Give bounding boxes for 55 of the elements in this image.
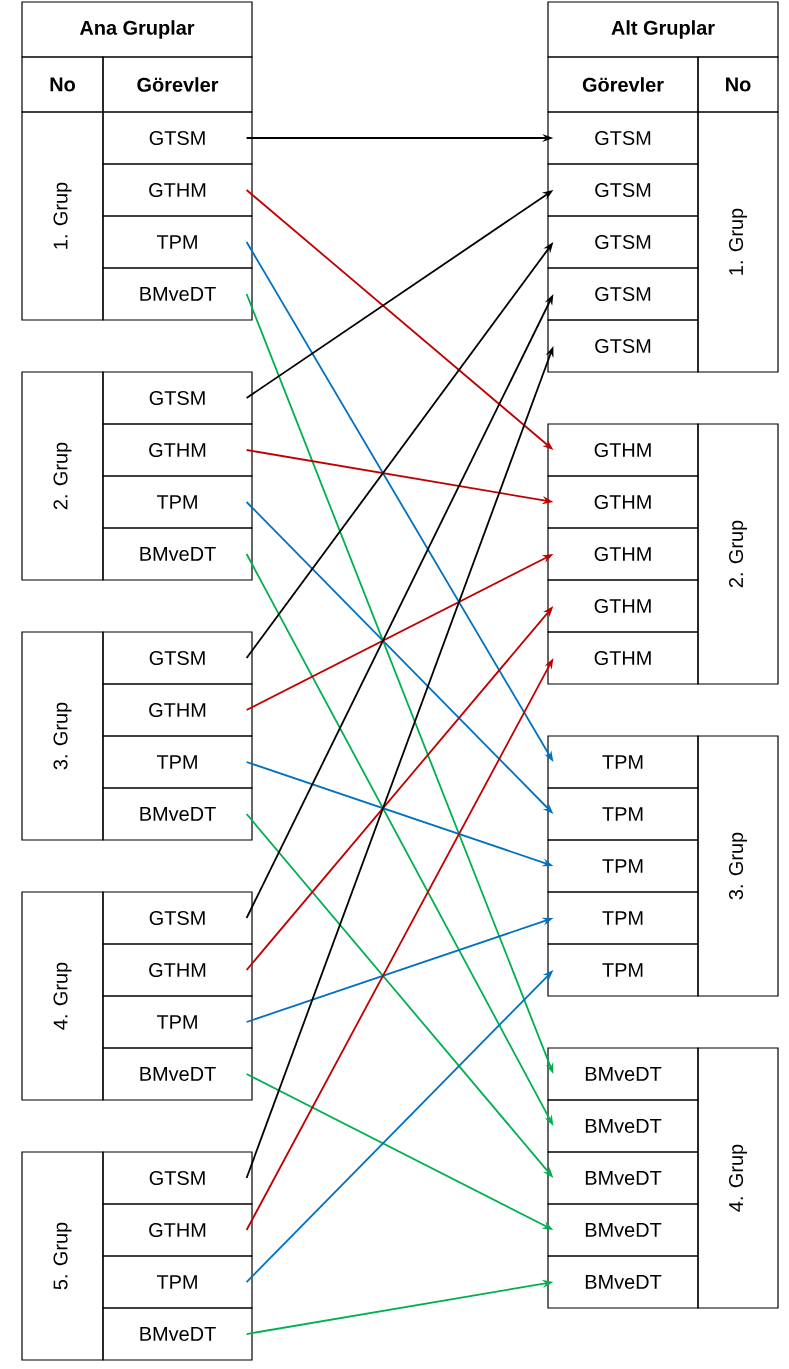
table-cell: GTHM [547, 423, 699, 477]
table-cell: BMveDT [547, 1203, 699, 1257]
table-cell: TPM [547, 943, 699, 997]
header-cell: Görevler [102, 56, 253, 113]
header-cell: Ana Gruplar [21, 1, 253, 58]
table-cell: TPM [102, 475, 253, 529]
group-cell: 5. Grup [21, 1151, 104, 1361]
table-cell: GTSM [547, 111, 699, 165]
table-cell: GTSM [547, 163, 699, 217]
table-cell: BMveDT [102, 1307, 253, 1361]
table-cell: GTSM [102, 371, 253, 425]
table-cell: GTSM [102, 891, 253, 945]
header-cell: No [21, 56, 104, 113]
group-cell: 4. Grup [21, 891, 104, 1101]
table-cell: BMveDT [102, 527, 253, 581]
table-cell: TPM [547, 787, 699, 841]
table-cell: BMveDT [547, 1047, 699, 1101]
table-cell: GTHM [102, 163, 253, 217]
header-cell: No [697, 56, 779, 113]
table-cell: TPM [102, 995, 253, 1049]
table-cell: TPM [102, 1255, 253, 1309]
table-cell: BMveDT [102, 787, 253, 841]
group-cell: 4. Grup [697, 1047, 779, 1309]
table-cell: GTSM [547, 267, 699, 321]
table-cell: GTSM [547, 215, 699, 269]
group-cell: 3. Grup [697, 735, 779, 997]
group-cell: 1. Grup [21, 111, 104, 321]
table-cell: GTSM [102, 631, 253, 685]
table-cell: TPM [102, 215, 253, 269]
group-cell: 1. Grup [697, 111, 779, 373]
group-cell: 2. Grup [697, 423, 779, 685]
table-cell: TPM [547, 891, 699, 945]
table-cell: GTHM [547, 475, 699, 529]
table-cell: GTSM [102, 1151, 253, 1205]
table-cell: BMveDT [102, 1047, 253, 1101]
table-cell: TPM [547, 735, 699, 789]
table-cell: TPM [547, 839, 699, 893]
table-cell: GTSM [547, 319, 699, 373]
table-cell: GTHM [102, 423, 253, 477]
table-cell: GTHM [102, 683, 253, 737]
table-cell: BMveDT [547, 1099, 699, 1153]
table-cell: GTHM [547, 527, 699, 581]
table-cell: GTHM [547, 579, 699, 633]
header-cell: Görevler [547, 56, 699, 113]
header-cell: Alt Gruplar [547, 1, 779, 58]
table-cell: GTSM [102, 111, 253, 165]
table-cell: BMveDT [547, 1255, 699, 1309]
table-cell: GTHM [547, 631, 699, 685]
table-cell: BMveDT [547, 1151, 699, 1205]
group-cell: 3. Grup [21, 631, 104, 841]
table-cell: BMveDT [102, 267, 253, 321]
table-cell: GTHM [102, 943, 253, 997]
table-cell: GTHM [102, 1203, 253, 1257]
table-cell: TPM [102, 735, 253, 789]
group-cell: 2. Grup [21, 371, 104, 581]
